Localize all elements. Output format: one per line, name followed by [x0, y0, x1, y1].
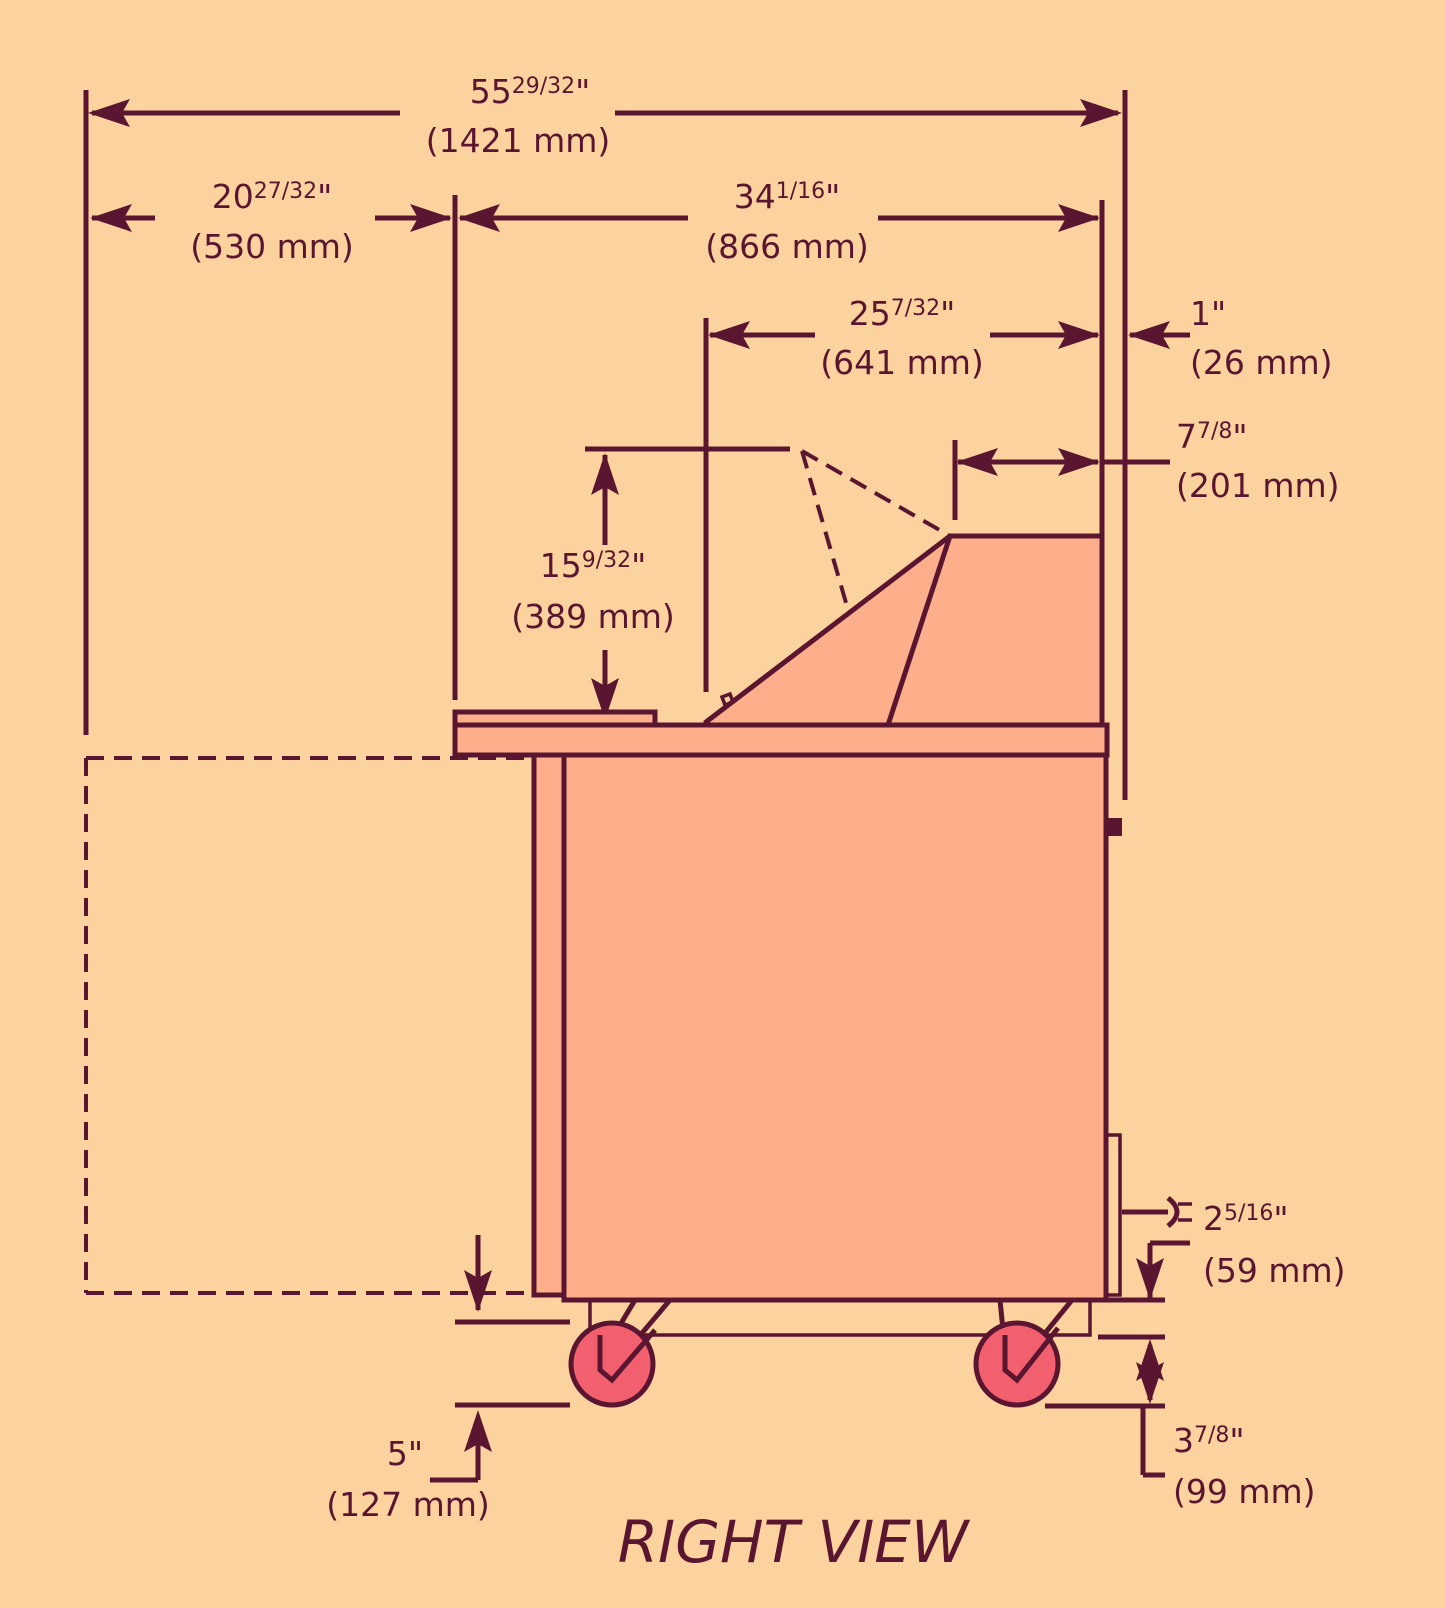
label-lid-height-imperial: 159/32": [540, 546, 647, 585]
extension-outline-dashed: [84, 756, 540, 1295]
label-extension-imperial: 2027/32": [212, 177, 333, 216]
label-cord-metric: (59 mm): [1203, 1251, 1346, 1290]
label-rear-offset-imperial: 1": [1190, 294, 1226, 333]
dimension-caster-height-line: [430, 1235, 570, 1483]
unit-body: [452, 533, 1122, 1337]
dimension-rear-offset-line: [1128, 321, 1190, 349]
label-rear-offset-metric: (26 mm): [1190, 343, 1333, 382]
label-rear-top-imperial: 77/8": [1176, 417, 1248, 456]
dimension-lid-depth-line: [708, 321, 1100, 349]
label-extension: 2027/32" (530 mm): [190, 177, 354, 266]
label-lid-depth-imperial: 257/32": [849, 294, 956, 333]
label-cabinet-depth-imperial: 341/16": [734, 177, 841, 216]
dimension-extension-line: [90, 204, 452, 232]
label-lid-height-metric: (389 mm): [511, 597, 675, 636]
caster-front: [568, 1298, 672, 1408]
label-rear-top-metric: (201 mm): [1176, 466, 1340, 505]
label-overall-depth-imperial: 5529/32": [470, 72, 591, 111]
dimension-cord-line: [1090, 1240, 1190, 1303]
dimension-lid-height-line: [591, 453, 619, 720]
label-caster-height-metric: (127 mm): [326, 1485, 490, 1524]
label-rear-offset: 1" (26 mm): [1190, 294, 1333, 382]
label-rear-top: 77/8" (201 mm): [1176, 417, 1340, 505]
label-base-clearance-imperial: 37/8": [1173, 1421, 1245, 1460]
dimension-cabinet-depth-line: [458, 204, 1100, 232]
dimension-rear-top-line: [956, 448, 1100, 476]
label-cabinet-depth-metric: (866 mm): [705, 227, 869, 266]
label-cord: 25/16" (59 mm): [1203, 1199, 1346, 1290]
label-caster-height-imperial: 5": [387, 1434, 423, 1473]
power-cord: [1122, 1196, 1192, 1228]
dimension-base-clearance-line: [1045, 1334, 1165, 1478]
label-cord-imperial: 25/16": [1203, 1199, 1289, 1238]
label-base-clearance-metric: (99 mm): [1173, 1472, 1316, 1511]
label-caster-height: 5" (127 mm): [326, 1434, 490, 1524]
label-lid-depth-metric: (641 mm): [820, 343, 984, 382]
label-lid-height: 159/32" (389 mm): [511, 546, 675, 636]
dimension-overall-depth-line: [88, 99, 1122, 127]
view-title: RIGHT VIEW: [618, 1508, 971, 1576]
label-overall-depth: 5529/32" (1421 mm): [426, 72, 611, 160]
label-overall-depth-metric: (1421 mm): [426, 121, 611, 160]
label-lid-depth: 257/32" (641 mm): [820, 294, 984, 382]
label-cabinet-depth: 341/16" (866 mm): [705, 177, 869, 266]
label-extension-metric: (530 mm): [190, 227, 354, 266]
extension-lines: [83, 90, 1170, 800]
label-base-clearance: 37/8" (99 mm): [1173, 1421, 1316, 1511]
caster-rear: [973, 1298, 1074, 1408]
